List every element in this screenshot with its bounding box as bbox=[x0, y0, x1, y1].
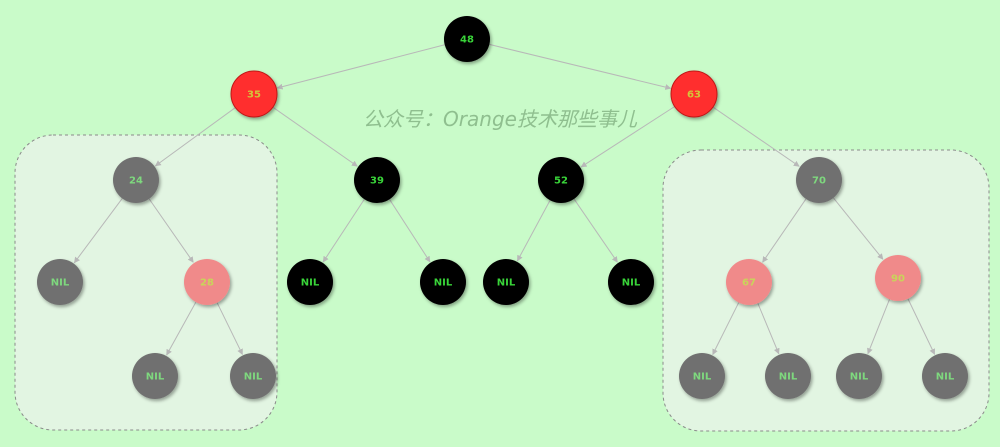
node-circle bbox=[287, 259, 333, 305]
node-circle bbox=[113, 157, 159, 203]
node-label: NIL bbox=[622, 278, 641, 289]
watermark-text: 公众号：Orange技术那些事儿 bbox=[363, 107, 638, 131]
tree-node-nil9: NIL bbox=[765, 353, 811, 399]
tree-node-n63: 63 bbox=[670, 70, 718, 118]
node-label: 63 bbox=[687, 90, 701, 101]
edge-n90-nil10 bbox=[867, 299, 890, 355]
edge-n67-nil9 bbox=[757, 303, 780, 355]
node-circle bbox=[444, 16, 490, 62]
tree-node-n52: 52 bbox=[538, 157, 584, 203]
edge-n24-nil1 bbox=[73, 198, 123, 264]
node-label: NIL bbox=[693, 372, 712, 383]
node-label: 67 bbox=[742, 278, 756, 289]
tree-node-n67: 67 bbox=[726, 259, 772, 305]
node-label: NIL bbox=[779, 372, 798, 383]
node-circle bbox=[132, 353, 178, 399]
node-circle bbox=[796, 157, 842, 203]
tree-node-nil2: NIL bbox=[287, 259, 333, 305]
tree-node-n90: 90 bbox=[875, 255, 921, 301]
node-label: 28 bbox=[200, 278, 214, 289]
node-circle bbox=[483, 259, 529, 305]
edges-layer bbox=[73, 43, 936, 356]
tree-node-nil4: NIL bbox=[483, 259, 529, 305]
node-circle bbox=[679, 353, 725, 399]
node-circle bbox=[538, 157, 584, 203]
node-circle bbox=[726, 259, 772, 305]
node-circle bbox=[875, 255, 921, 301]
tree-node-nil10: NIL bbox=[836, 353, 882, 399]
tree-node-nil7: NIL bbox=[230, 353, 276, 399]
node-label: NIL bbox=[146, 372, 165, 383]
node-label: 90 bbox=[891, 274, 905, 285]
edge-n63-n70 bbox=[712, 106, 800, 167]
node-label: NIL bbox=[244, 372, 263, 383]
node-label: NIL bbox=[936, 372, 955, 383]
tree-node-n48: 48 bbox=[444, 16, 490, 62]
tree-node-n39: 39 bbox=[354, 157, 400, 203]
node-label: 52 bbox=[554, 176, 568, 187]
edge-n28-nil7 bbox=[216, 302, 243, 355]
right-subtree-group-box bbox=[662, 149, 990, 432]
tree-node-nil8: NIL bbox=[679, 353, 725, 399]
node-circle bbox=[836, 353, 882, 399]
left-subtree-group-box bbox=[14, 134, 278, 431]
edge-n24-n28 bbox=[148, 198, 194, 263]
edge-n28-nil6 bbox=[166, 301, 197, 356]
node-circle bbox=[765, 353, 811, 399]
node-label: 39 bbox=[370, 176, 384, 187]
tree-node-nil11: NIL bbox=[922, 353, 968, 399]
node-label: NIL bbox=[301, 278, 320, 289]
node-circle bbox=[37, 259, 83, 305]
node-circle bbox=[184, 259, 230, 305]
node-circle bbox=[922, 353, 968, 399]
edge-n39-nil3 bbox=[389, 199, 431, 263]
edge-n48-n63 bbox=[489, 43, 672, 90]
tree-node-n35: 35 bbox=[230, 70, 278, 118]
edge-n90-nil11 bbox=[907, 298, 936, 355]
tree-node-n24: 24 bbox=[113, 157, 159, 203]
edge-n63-n52 bbox=[580, 106, 675, 168]
node-circle bbox=[230, 70, 278, 118]
node-label: NIL bbox=[850, 372, 869, 383]
node-circle bbox=[354, 157, 400, 203]
edge-n39-nil2 bbox=[322, 198, 365, 263]
node-label: 70 bbox=[812, 176, 826, 187]
edge-n52-nil5 bbox=[573, 198, 618, 263]
tree-node-nil1: NIL bbox=[37, 259, 83, 305]
edge-n70-n67 bbox=[762, 198, 807, 263]
tree-node-n28: 28 bbox=[184, 259, 230, 305]
tree-node-nil3: NIL bbox=[420, 259, 466, 305]
node-label: 35 bbox=[247, 90, 261, 101]
node-label: NIL bbox=[434, 278, 453, 289]
edge-n70-n90 bbox=[833, 197, 884, 260]
node-circle bbox=[608, 259, 654, 305]
edge-n67-nil8 bbox=[712, 302, 740, 356]
node-label: NIL bbox=[497, 278, 516, 289]
edge-n35-n24 bbox=[154, 107, 236, 167]
node-label: 48 bbox=[460, 35, 474, 46]
tree-node-n70: 70 bbox=[796, 157, 842, 203]
tree-node-nil5: NIL bbox=[608, 259, 654, 305]
edge-n35-n39 bbox=[272, 106, 358, 167]
node-circle bbox=[420, 259, 466, 305]
node-circle bbox=[670, 70, 718, 118]
edge-n48-n35 bbox=[276, 44, 445, 90]
node-circle bbox=[230, 353, 276, 399]
edge-n52-nil4 bbox=[516, 200, 551, 262]
node-label: NIL bbox=[51, 278, 70, 289]
tree-node-nil6: NIL bbox=[132, 353, 178, 399]
node-label: 24 bbox=[129, 176, 143, 187]
